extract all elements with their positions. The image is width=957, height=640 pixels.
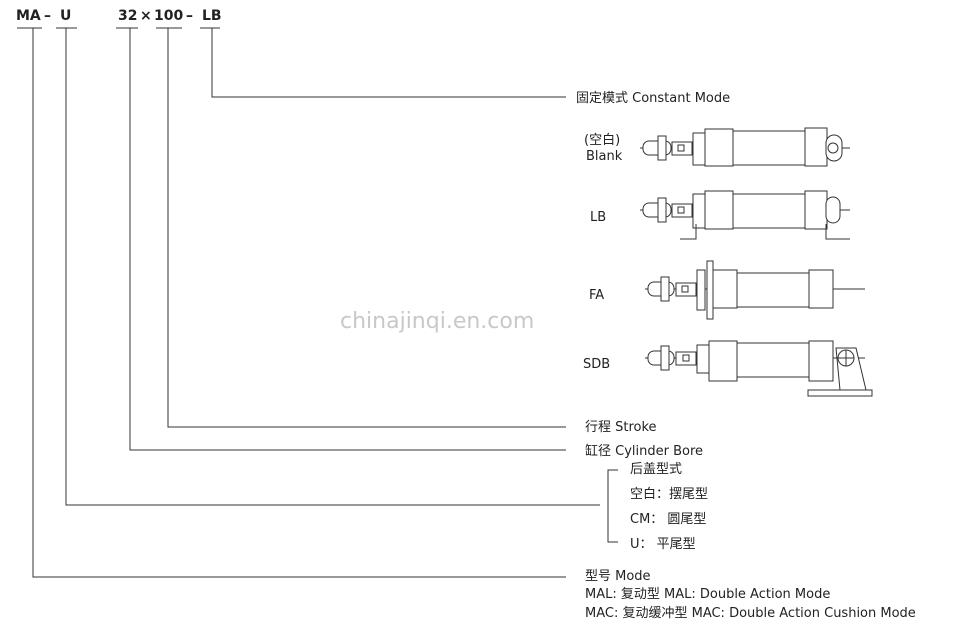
watermark-text: chinajinqi.en.com (340, 309, 534, 334)
code-option: LB (202, 8, 222, 24)
fixing-mode-label: 固定模式 Constant Mode (576, 91, 730, 106)
variant-blank-label: Blank (586, 149, 623, 164)
code-series: MA (16, 8, 41, 24)
variant-blank-label-cn: (空白) (584, 132, 620, 148)
cylinder-fa-drawing (645, 260, 865, 320)
rear-cover-title: 后盖型式 (630, 462, 682, 477)
bore-label: 缸径 Cylinder Bore (585, 443, 703, 459)
rear-cover-item-cm: CM： 圆尾型 (630, 512, 706, 527)
cylinder-sdb-drawing (645, 340, 873, 397)
model-title: 型号 Mode (585, 569, 651, 584)
code-mount: U (60, 8, 71, 24)
code-times: × (140, 8, 152, 24)
cylinder-lb-drawing (640, 190, 850, 240)
code-dash-2: – (186, 8, 193, 24)
rear-cover-bracket (607, 469, 618, 543)
stroke-label: 行程 Stroke (585, 420, 657, 435)
rear-cover-item-u: U： 平尾型 (630, 537, 696, 552)
model-line-mac: MAC: 复动缓冲型 MAC: Double Action Cushion Mo… (585, 606, 916, 621)
variant-lb-label: LB (590, 210, 606, 225)
code-dash-1: – (44, 8, 51, 24)
cylinder-blank-drawing (640, 127, 850, 167)
variant-sdb-label: SDB (583, 357, 610, 372)
rear-cover-item-blank: 空白：摆尾型 (630, 486, 708, 502)
variant-fa-label: FA (589, 288, 604, 303)
leader-lines (32, 28, 600, 578)
code-stroke: 100 (154, 8, 183, 24)
code-bore: 32 (118, 8, 137, 24)
model-line-mal: MAL: 复动型 MAL: Double Action Mode (585, 587, 830, 602)
